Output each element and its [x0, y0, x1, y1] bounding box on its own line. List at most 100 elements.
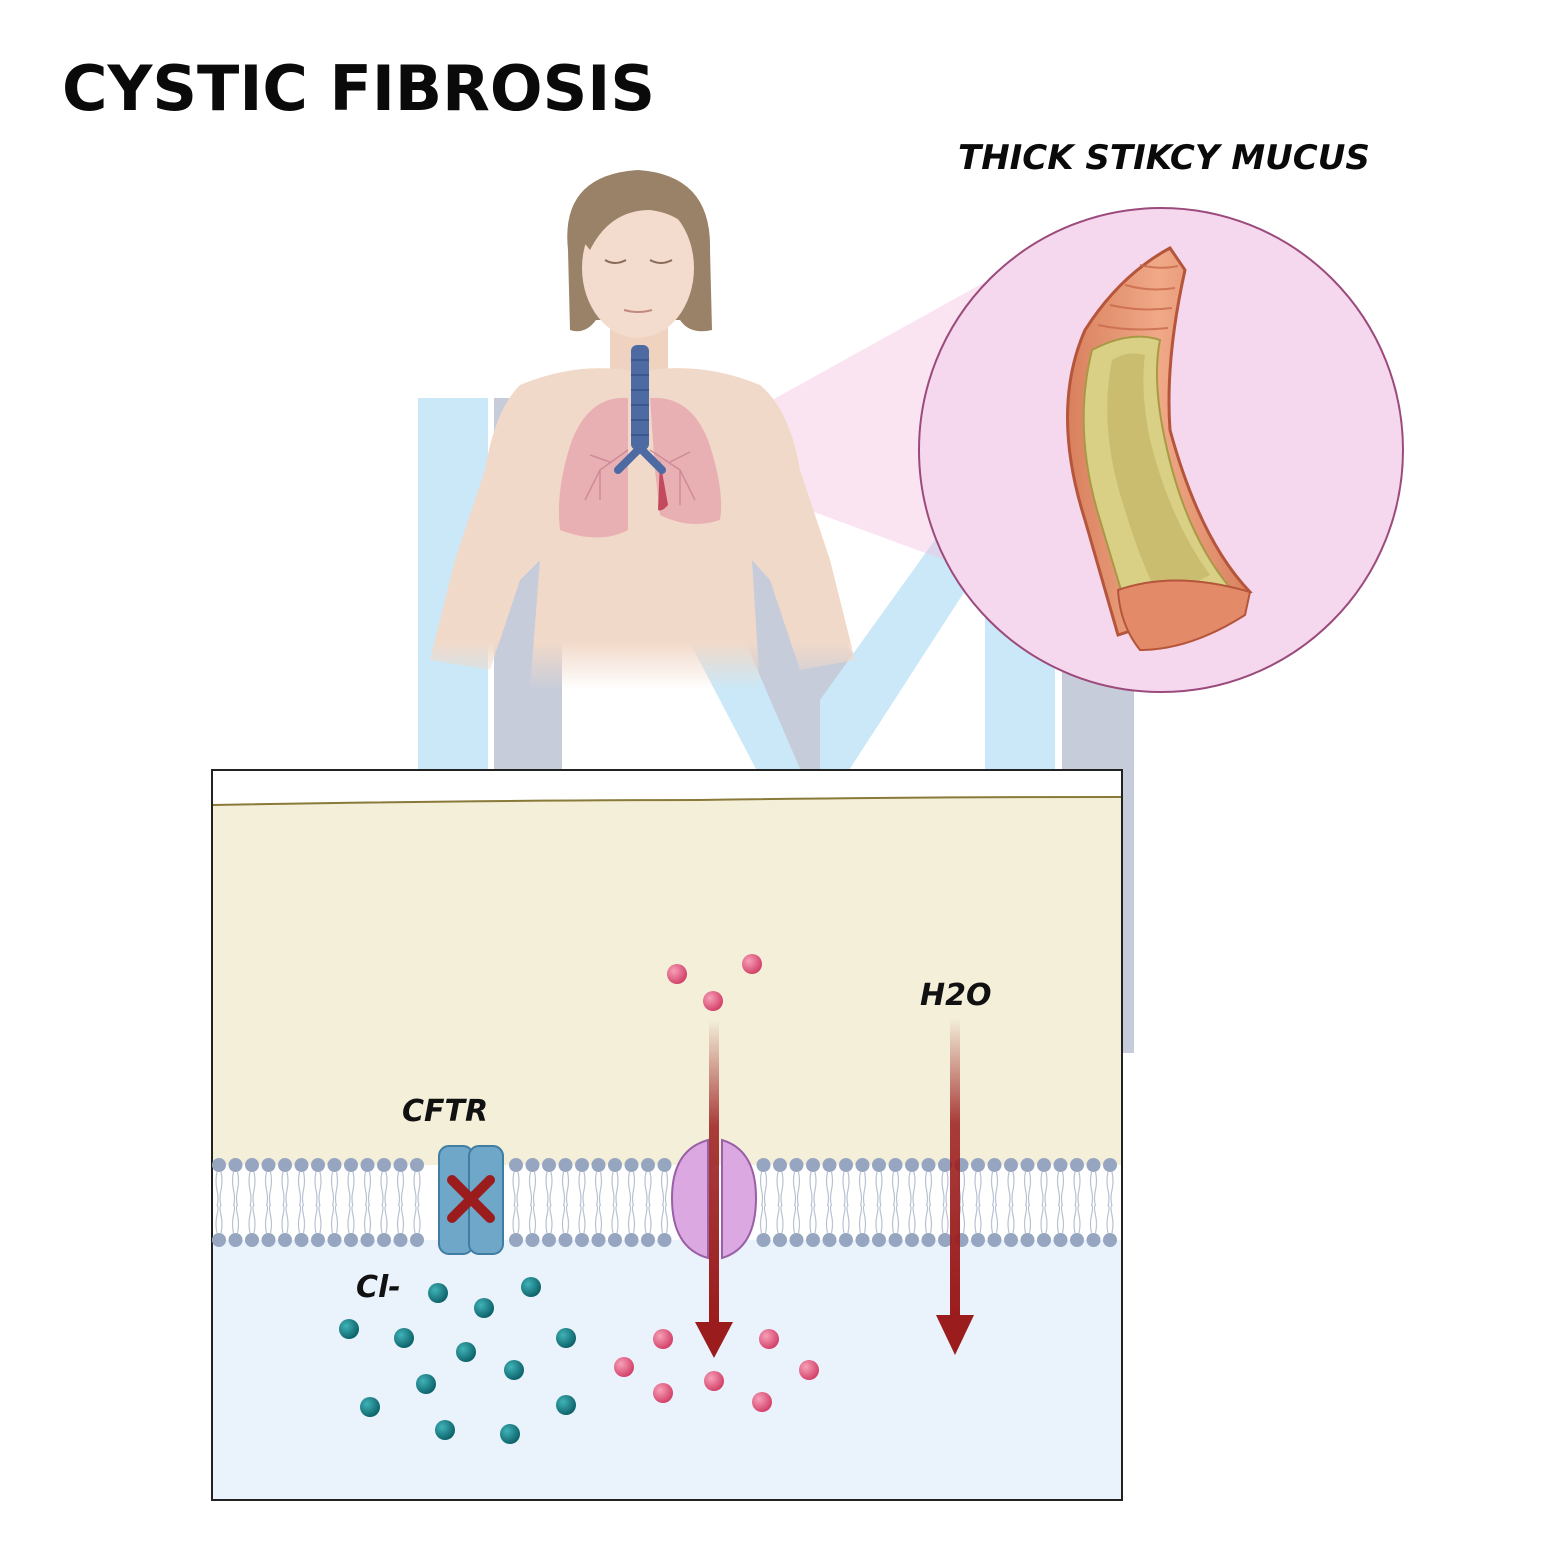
- lipid-tail: [792, 1171, 801, 1234]
- lipid-head: [806, 1158, 820, 1172]
- chloride-ion: [521, 1277, 541, 1297]
- lipid-head: [1086, 1158, 1101, 1172]
- chloride-ion: [435, 1420, 455, 1440]
- lipid-head: [525, 1158, 540, 1172]
- chloride-ion: [556, 1328, 576, 1348]
- lipid-tail: [330, 1171, 339, 1234]
- lipid-tail: [231, 1171, 240, 1234]
- chloride-ion: [360, 1397, 380, 1417]
- lipid-head: [591, 1233, 606, 1247]
- lipid-head: [1037, 1158, 1051, 1172]
- lipid-head: [657, 1158, 672, 1172]
- lipid-head: [509, 1233, 523, 1247]
- lipid-head: [393, 1158, 408, 1172]
- lipid-head: [542, 1158, 556, 1172]
- lipid-head: [360, 1233, 375, 1247]
- lipid-head: [591, 1158, 606, 1172]
- lipid-head: [938, 1158, 952, 1172]
- chloride-ion: [504, 1360, 524, 1380]
- chloride-ion: [416, 1374, 436, 1394]
- lipid-tail: [842, 1171, 850, 1234]
- lipid-head: [756, 1158, 771, 1172]
- cftr-label: CFTR: [402, 1094, 489, 1129]
- chloride-ion: [474, 1298, 494, 1318]
- lipid-tail: [380, 1171, 388, 1234]
- lipid-tail: [248, 1171, 256, 1234]
- lipid-tail: [413, 1171, 421, 1234]
- lipid-tail: [1106, 1171, 1114, 1234]
- lipid-head: [278, 1158, 292, 1172]
- lipid-head: [344, 1158, 358, 1172]
- chloride-ion: [394, 1328, 414, 1348]
- lipid-head: [624, 1233, 639, 1247]
- lipid-tail: [644, 1171, 652, 1234]
- water-label: H2O: [920, 978, 992, 1013]
- cell-diagram-box: [211, 769, 1123, 1501]
- lipid-head: [575, 1233, 589, 1247]
- lipid-tail: [990, 1171, 999, 1234]
- lipid-tail: [825, 1171, 834, 1234]
- lipid-tail: [512, 1171, 520, 1234]
- lipid-head: [624, 1158, 639, 1172]
- lipid-head: [1070, 1158, 1084, 1172]
- sodium-ion: [653, 1329, 673, 1349]
- lipid-head: [888, 1233, 903, 1247]
- lipid-head: [558, 1233, 573, 1247]
- lipid-tail: [281, 1171, 289, 1234]
- lipid-head: [971, 1233, 985, 1247]
- lipid-head: [228, 1158, 243, 1172]
- lipid-tail: [264, 1171, 273, 1234]
- lipid-head: [789, 1158, 804, 1172]
- chloride-ion: [500, 1424, 520, 1444]
- lipid-tail: [759, 1171, 768, 1234]
- lipid-head: [921, 1158, 936, 1172]
- lipid-head: [294, 1233, 309, 1247]
- lipid-tail: [891, 1171, 900, 1234]
- lipid-head: [608, 1158, 622, 1172]
- sodium-ion: [703, 991, 723, 1011]
- lipid-head: [773, 1158, 787, 1172]
- sodium-ion: [759, 1329, 779, 1349]
- lipid-head: [212, 1158, 226, 1172]
- lipid-head: [294, 1158, 309, 1172]
- lipid-head: [327, 1158, 342, 1172]
- lipid-head: [1053, 1158, 1068, 1172]
- page-title: CYSTIC FIBROSIS: [62, 52, 655, 125]
- lipid-tail: [1073, 1171, 1081, 1234]
- lipid-head: [657, 1233, 672, 1247]
- airway-icon: [1066, 246, 1253, 652]
- lipid-head: [888, 1158, 903, 1172]
- lipid-head: [872, 1158, 886, 1172]
- lipid-tail: [660, 1171, 669, 1234]
- lipid-head: [327, 1233, 342, 1247]
- lipid-head: [311, 1158, 325, 1172]
- lipid-tail: [875, 1171, 883, 1234]
- lipid-tail: [1007, 1171, 1015, 1234]
- lipid-head: [393, 1233, 408, 1247]
- lipid-tail: [941, 1171, 949, 1234]
- lipid-tail: [215, 1171, 223, 1234]
- lipid-head: [509, 1158, 523, 1172]
- lipid-head: [905, 1158, 919, 1172]
- lipid-head: [921, 1233, 936, 1247]
- chloride-ions: [339, 1277, 576, 1444]
- lipid-head: [1037, 1233, 1051, 1247]
- lipid-head: [641, 1158, 655, 1172]
- lipid-head: [773, 1233, 787, 1247]
- lipid-head: [1053, 1233, 1068, 1247]
- lipid-head: [987, 1158, 1002, 1172]
- lipid-tail: [363, 1171, 372, 1234]
- chloride-ion: [456, 1342, 476, 1362]
- blocked-x-icon: [447, 1175, 495, 1223]
- lipid-head: [905, 1233, 919, 1247]
- sodium-ions: [614, 954, 819, 1412]
- lipid-head: [1070, 1233, 1084, 1247]
- zoom-label: THICK STIKCY MUCUS: [958, 138, 1370, 178]
- chloride-ion: [339, 1319, 359, 1339]
- lipid-head: [344, 1233, 358, 1247]
- cftr-channel-icon: [438, 1145, 504, 1255]
- lipid-head: [360, 1158, 375, 1172]
- lipid-head: [261, 1158, 276, 1172]
- zoom-cone: [700, 282, 985, 575]
